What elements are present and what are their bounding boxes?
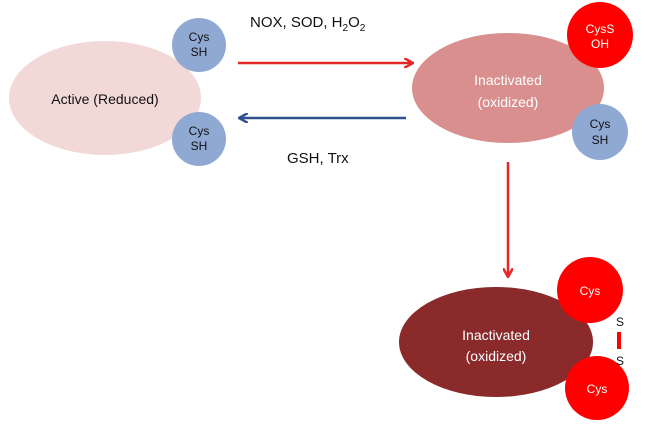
disulfide-cys-top-label: Cys: [580, 284, 601, 298]
inactivated-ellipse-2: [399, 287, 593, 397]
sulfenic-cys-line1: CysS: [586, 22, 615, 36]
inactivated-1-line2: (oxidized): [478, 94, 539, 110]
inactivated-2-line1: Inactivated: [462, 327, 530, 343]
sulfur-top-label: S: [616, 315, 624, 329]
active-cys-bottom-line1: Cys: [189, 124, 210, 138]
disulfide-cys-bottom-label: Cys: [587, 382, 608, 396]
reduction-label: GSH, Trx: [287, 150, 349, 167]
oxidation-label: NOX, SOD, H2O2: [250, 14, 366, 34]
active-cys-bottom: [172, 112, 226, 166]
inactivated-1-line1: Inactivated: [474, 72, 542, 88]
inactivated-ellipse-1: [412, 33, 604, 143]
sulfenic-cys-circle: [567, 2, 633, 68]
active-reduced-label: Active (Reduced): [51, 91, 158, 107]
sulfenic-cys-line2: OH: [591, 37, 609, 51]
disulfide-cys-bottom: [565, 356, 629, 420]
inactivated-cys-sh: [572, 104, 628, 160]
active-cys-top: [172, 18, 226, 72]
inactivated-2-line2: (oxidized): [466, 348, 527, 364]
active-cys-bottom-line2: SH: [191, 139, 208, 153]
inactivated-cys-line2: SH: [592, 133, 609, 147]
active-reduced-ellipse: [9, 41, 201, 155]
inactivated-cys-line1: Cys: [590, 117, 611, 131]
sulfur-bottom-label: S: [616, 354, 624, 368]
active-cys-top-line1: Cys: [189, 30, 210, 44]
disulfide-cys-top: [557, 257, 623, 323]
active-cys-top-line2: SH: [191, 45, 208, 59]
